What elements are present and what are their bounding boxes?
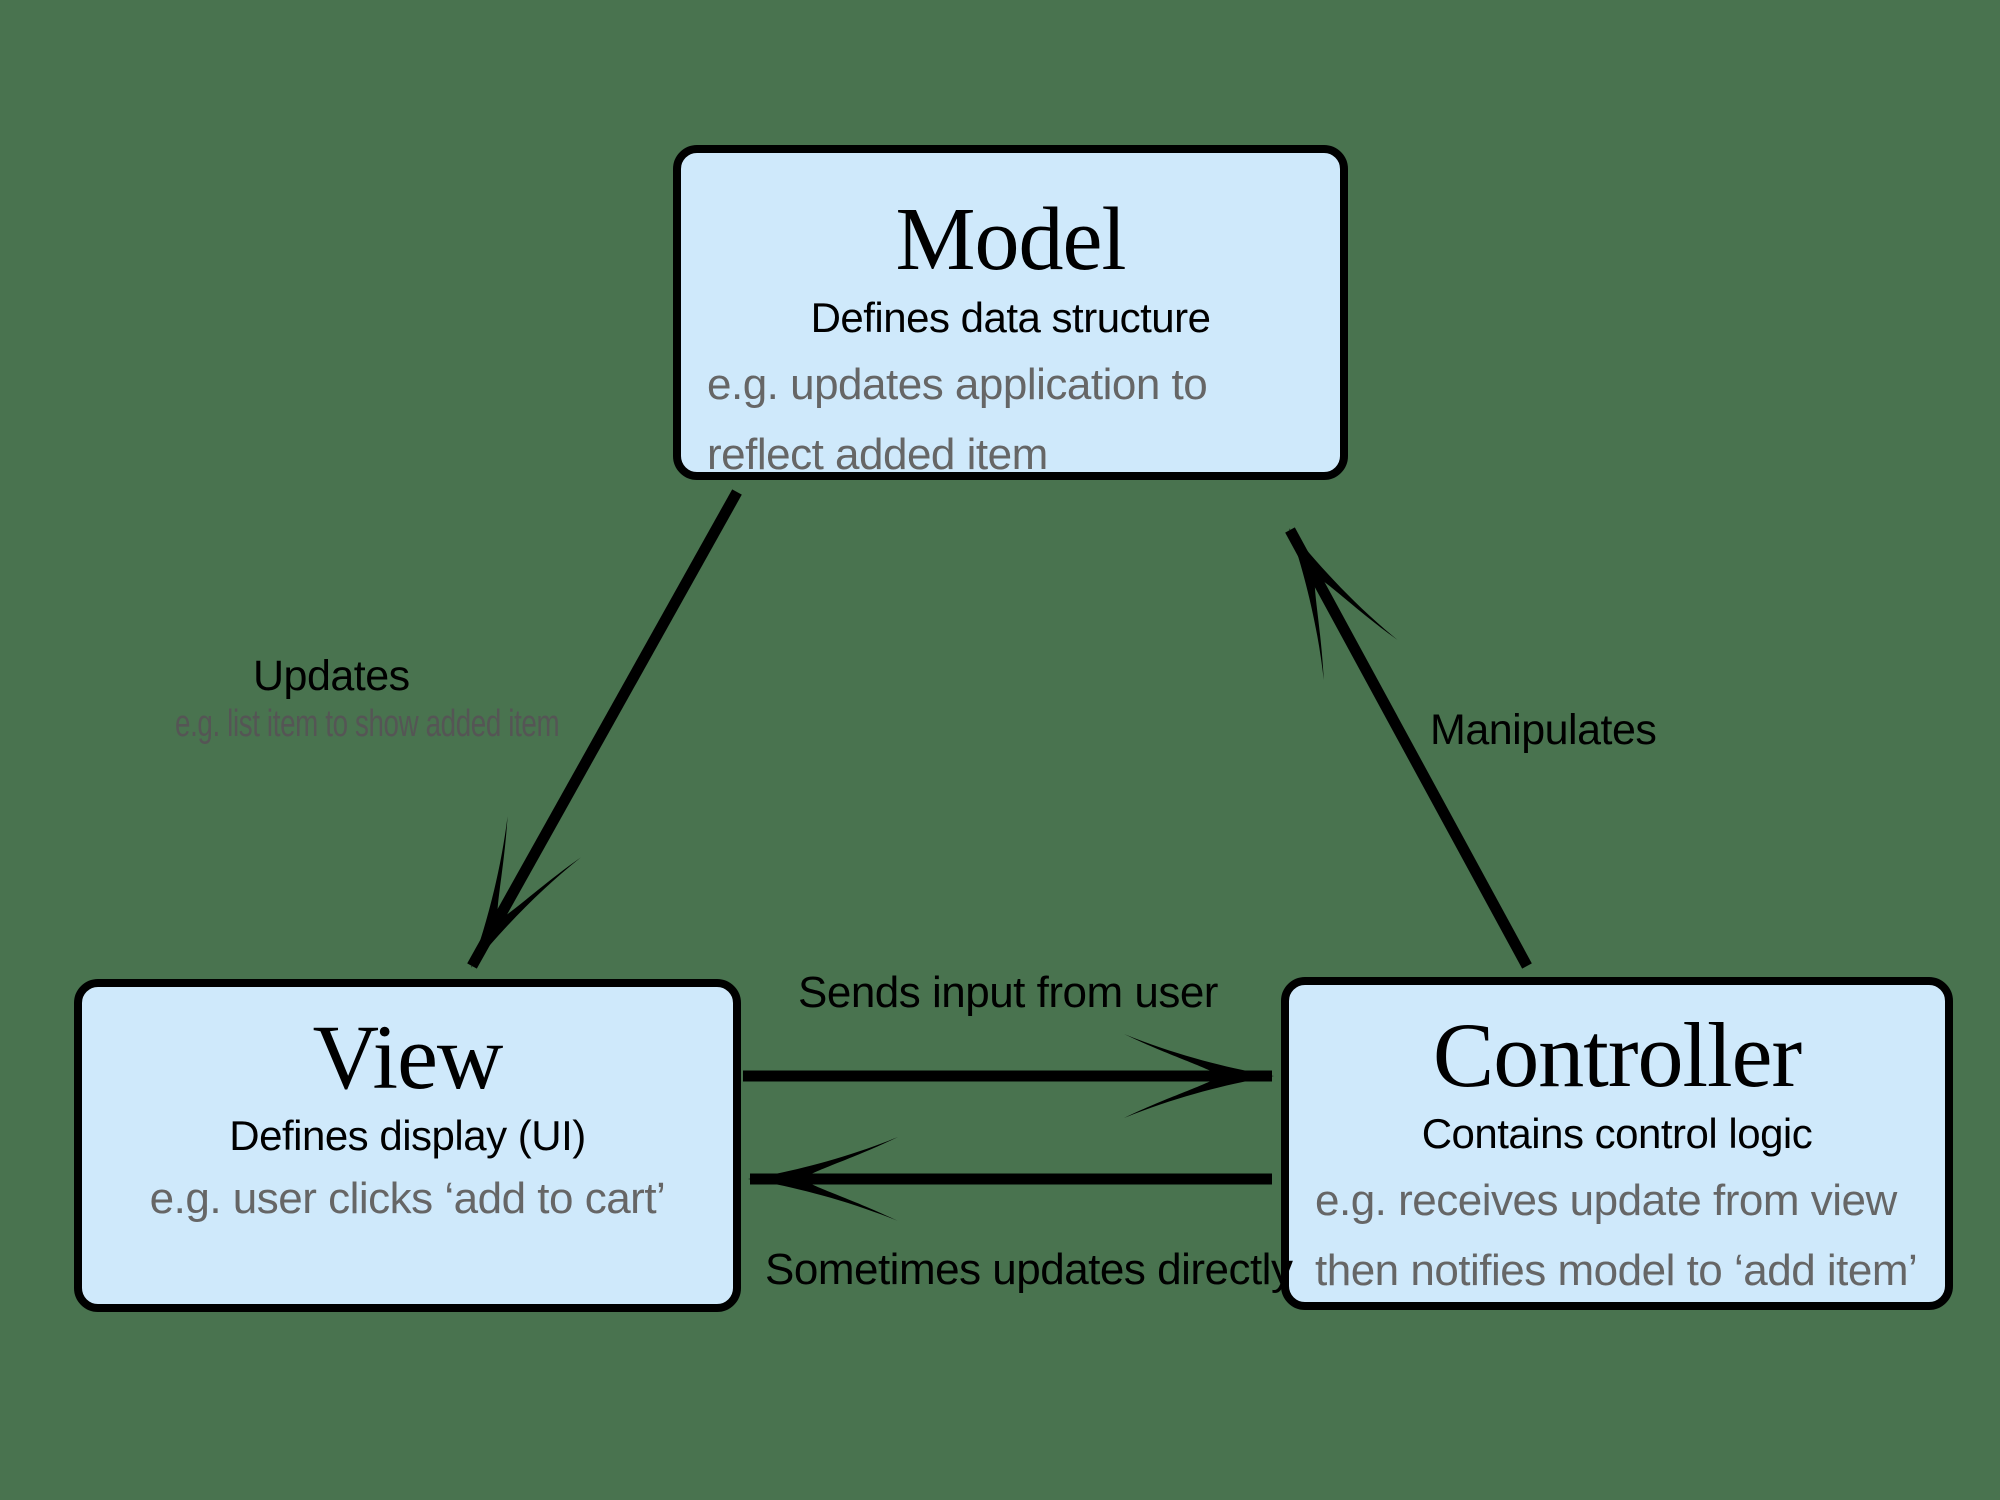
edge-label-sometimes-updates: Sometimes updates directly	[765, 1245, 1293, 1294]
view-node: View Defines display (UI) e.g. user clic…	[74, 979, 741, 1312]
controller-example: e.g. receives update from view then noti…	[1315, 1176, 1918, 1296]
controller-node: Controller Contains control logic e.g. r…	[1281, 977, 1953, 1310]
view-subtitle: Defines display (UI)	[229, 1111, 586, 1159]
controller-subtitle: Contains control logic	[1421, 1109, 1813, 1157]
controller-title: Controller	[1432, 1004, 1802, 1106]
view-title: View	[312, 1006, 504, 1108]
view-example: e.g. user clicks ‘add to cart’	[149, 1174, 666, 1224]
edge-sublabel-updates-example: e.g. list item to show added item	[175, 703, 560, 745]
model-title: Model	[895, 190, 1127, 289]
model-node: Model Defines data structure e.g. update…	[673, 145, 1348, 480]
model-subtitle: Defines data structure	[810, 293, 1211, 341]
edge-label-updates: Updates	[253, 652, 410, 700]
arrow-model-to-view	[467, 489, 742, 969]
edge-label-sends-input: Sends input from user	[798, 968, 1218, 1017]
arrow-controller-to-model	[1285, 527, 1532, 969]
edge-label-manipulates: Manipulates	[1430, 706, 1657, 754]
model-example: e.g. updates application to reflect adde…	[707, 360, 1208, 480]
